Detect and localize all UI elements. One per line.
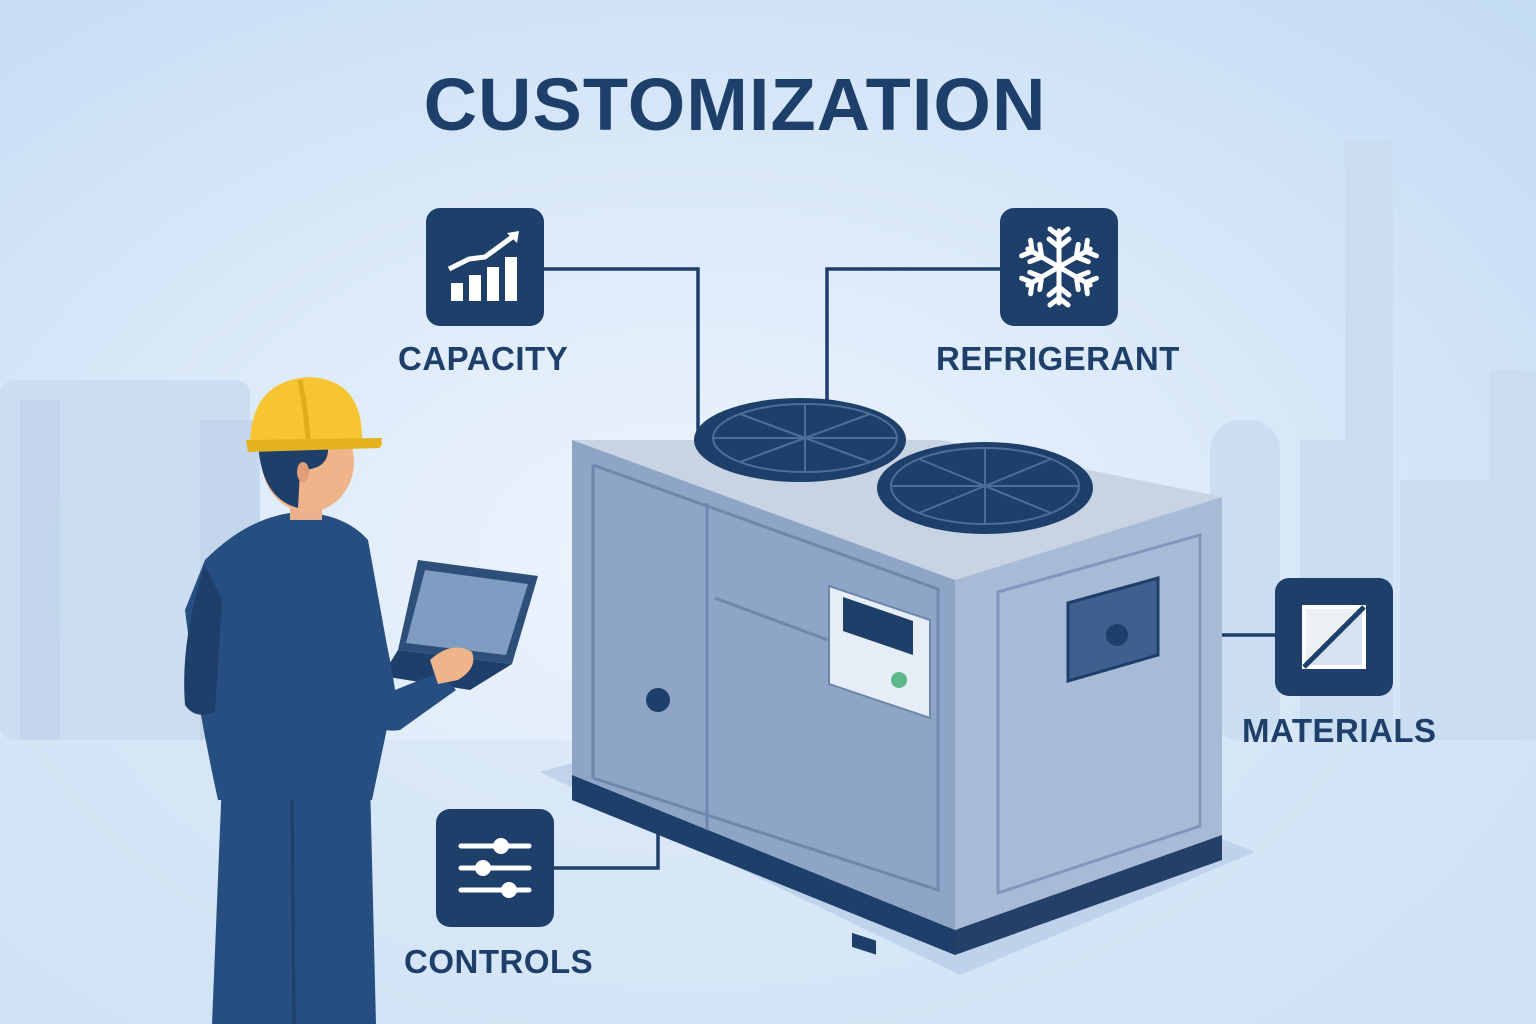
capacity-icon-box (426, 208, 544, 326)
material-panel-icon (1302, 605, 1366, 669)
materials-label: MATERIALS (1242, 712, 1437, 749)
refrigerant-icon-box (1000, 208, 1118, 326)
snowflake-icon (1017, 226, 1101, 309)
chiller-unit (572, 398, 1222, 955)
capacity-label: CAPACITY (398, 340, 569, 377)
bar-chart-growth-icon (447, 231, 519, 301)
controls-icon-box (436, 809, 554, 927)
controls-label: CONTROLS (404, 943, 594, 980)
engineer-figure (184, 377, 538, 1024)
refrigerant-label: REFRIGERANT (936, 340, 1180, 377)
sliders-icon (458, 838, 532, 898)
fan-left (694, 398, 906, 482)
fan-right (877, 442, 1093, 534)
page-title: CUSTOMIZATION (423, 63, 1047, 146)
materials-icon-box (1275, 578, 1393, 696)
